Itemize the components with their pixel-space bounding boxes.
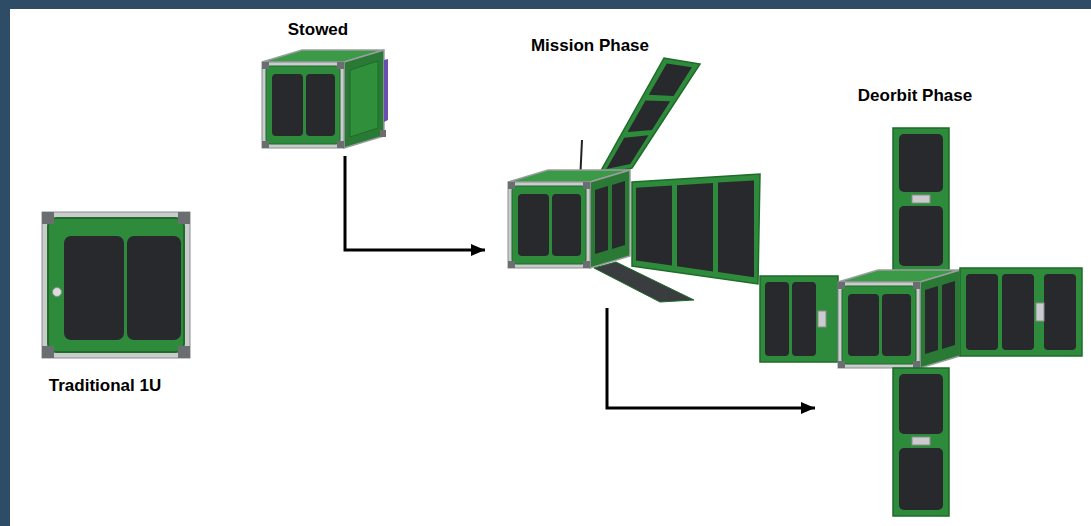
illustration-part (262, 62, 344, 148)
illustration-part (64, 236, 124, 340)
illustration-part (612, 181, 625, 249)
phase-group: Mission Phase (485, 34, 770, 308)
illustration-part (48, 218, 184, 352)
illustration-part (649, 64, 692, 97)
illustration-part (512, 186, 586, 264)
illustration-part (899, 206, 943, 266)
illustration-part (838, 282, 920, 368)
phase-label: Stowed (288, 20, 348, 40)
illustration-part (272, 74, 303, 136)
cubesat-deorbit (760, 128, 1082, 516)
illustration-part (508, 182, 590, 268)
illustration-part (42, 212, 54, 224)
illustration-part (606, 135, 648, 169)
illustration-part (677, 183, 713, 272)
illustration-part (792, 282, 816, 356)
illustration-part (266, 66, 340, 144)
illustration-part (893, 128, 949, 272)
flow-arrow (607, 308, 815, 408)
illustration-part (942, 281, 955, 349)
illustration-part (838, 282, 845, 289)
illustration-part (1002, 274, 1034, 350)
illustration-part (337, 62, 344, 69)
illustration-part (628, 101, 671, 132)
illustration-part (818, 311, 826, 327)
phase-group: Traditional 1U (25, 205, 200, 400)
illustration-part (350, 61, 378, 137)
phase-label: Traditional 1U (49, 376, 161, 396)
illustration-part (912, 195, 930, 203)
illustration-part (913, 361, 920, 368)
frame-bar (0, 0, 1091, 9)
illustration-part (178, 346, 190, 358)
illustration-part (632, 174, 760, 284)
illustration-part (960, 268, 1082, 356)
illustration-part (899, 448, 943, 510)
illustration-part (595, 186, 608, 254)
illustration-part (583, 182, 590, 189)
illustration-part (262, 141, 269, 148)
illustration-part (552, 194, 581, 256)
illustration-part (42, 346, 54, 358)
illustration-part (913, 282, 920, 289)
illustration-part (583, 261, 590, 268)
illustration-part (508, 182, 515, 189)
illustration-part (380, 130, 386, 137)
phase-label: Mission Phase (531, 36, 649, 56)
illustration-part (838, 361, 845, 368)
cubesat-mission (508, 58, 760, 302)
illustration-part (925, 286, 938, 354)
illustration-part (1036, 303, 1044, 321)
phase-group: Deorbit Phase (815, 84, 1085, 520)
illustration-part (912, 437, 930, 445)
illustration-part (882, 294, 911, 356)
illustration-part (598, 58, 700, 176)
illustration-part (594, 262, 694, 302)
illustration-part (384, 59, 388, 122)
illustration-part (178, 212, 190, 224)
illustration-part (42, 212, 190, 358)
flow-arrow (345, 156, 485, 250)
illustration-part (899, 134, 943, 192)
phase-group: Stowed (250, 18, 400, 156)
illustration-part (53, 288, 62, 297)
illustration-part (765, 282, 789, 356)
illustration-part (518, 194, 549, 256)
illustration-part (718, 180, 754, 277)
illustration-part (306, 74, 335, 136)
illustration-part (1044, 274, 1076, 350)
illustration-part (893, 368, 949, 516)
frame-bar (0, 0, 10, 526)
illustration-part (760, 276, 838, 362)
illustration-part (344, 50, 384, 148)
illustration-part (636, 186, 672, 266)
illustration-part (920, 270, 960, 368)
illustration-part (262, 62, 269, 69)
illustration-part (508, 261, 515, 268)
phase-label: Deorbit Phase (858, 86, 972, 106)
illustration-part (590, 170, 630, 268)
illustration-part (337, 141, 344, 148)
cubesat-stowed (262, 50, 388, 148)
illustration-part (966, 274, 998, 350)
cubesat-1u-face (42, 212, 190, 358)
illustration-part (848, 294, 879, 356)
illustration-part (127, 236, 181, 340)
illustration-part (842, 286, 916, 364)
illustration-part (899, 374, 943, 434)
